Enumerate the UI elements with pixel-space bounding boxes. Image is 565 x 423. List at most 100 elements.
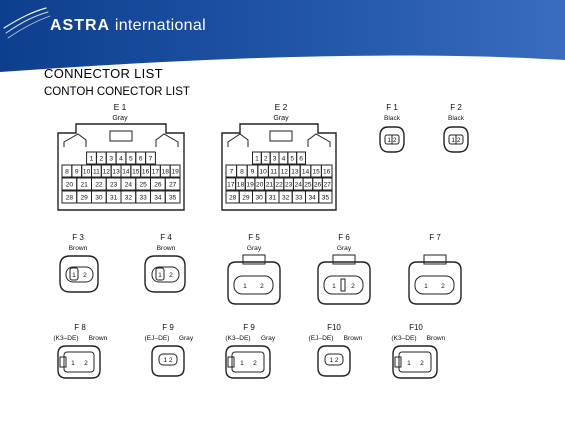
pin-number: 12 xyxy=(281,168,289,175)
pin-number: 3 xyxy=(273,155,277,162)
connector-f2: F 2 Black 1 2 xyxy=(443,103,469,153)
pin-number: 31 xyxy=(110,194,118,201)
connector-f10-k3-pin-2: 2 xyxy=(420,360,424,367)
connector-f3-color: Brown xyxy=(69,245,88,252)
pin-number: 26 xyxy=(314,181,322,188)
pin-number: 10 xyxy=(83,168,91,175)
brand-name: ASTRA xyxy=(50,17,111,34)
pin-number: 24 xyxy=(295,181,303,188)
connector-f1-pins: 1 2 xyxy=(387,137,396,144)
connector-f10-ej-color: Brown xyxy=(344,335,363,342)
pin-number: 20 xyxy=(66,181,74,188)
connector-f8-pin-1: 1 xyxy=(71,360,75,367)
brand-logo: ASTRA international xyxy=(50,17,206,35)
pin-number: 19 xyxy=(246,181,254,188)
pin-number: 22 xyxy=(95,181,103,188)
connector-f8-color: Brown xyxy=(89,335,108,342)
pin-number: 29 xyxy=(80,194,88,201)
pin-cavity xyxy=(169,164,181,178)
connector-f9-k3-pin-2: 2 xyxy=(253,360,257,367)
pin-number: 21 xyxy=(266,181,274,188)
pin-cavity xyxy=(164,177,181,191)
pin-number: 27 xyxy=(169,181,177,188)
connector-e1-color: Gray xyxy=(112,115,128,122)
pin-number: 13 xyxy=(112,168,120,175)
connector-f9-ej-variant: (EJ–DE) xyxy=(145,335,170,342)
connector-f10-k3: F10 (K3–DE) Brown 1 2 xyxy=(391,323,446,379)
pin-cavity xyxy=(321,177,333,191)
connector-e1-name: E 1 xyxy=(114,102,127,112)
pin-number: 12 xyxy=(103,168,111,175)
connector-f3-name: F 3 xyxy=(72,233,84,242)
connector-f9-ej-name: F 9 xyxy=(162,323,174,332)
connector-f4-color: Brown xyxy=(157,245,176,252)
page-title: CONNECTOR LIST xyxy=(44,66,163,81)
brand-suffix: international xyxy=(114,17,206,34)
pin-cavity xyxy=(296,151,306,165)
connector-f8-name: F 8 xyxy=(74,323,86,332)
connector-f10-k3-variant: (K3–DE) xyxy=(391,335,416,342)
connector-f10-ej-name: F10 xyxy=(327,323,341,332)
connector-f8-pin-2: 2 xyxy=(84,360,88,367)
pin-number: 23 xyxy=(285,181,293,188)
pin-number: 16 xyxy=(142,168,150,175)
pin-number: 5 xyxy=(290,155,294,162)
connector-f2-color: Black xyxy=(448,115,465,122)
pin-cavity xyxy=(164,190,181,204)
pin-number: 5 xyxy=(129,155,133,162)
pin-number: 23 xyxy=(110,181,118,188)
connector-f3-pin-2: 2 xyxy=(83,272,87,279)
pin-number: 17 xyxy=(152,168,160,175)
pin-number: 10 xyxy=(259,168,267,175)
connector-f6-pin-1: 1 xyxy=(332,283,336,290)
connector-f5-pin-2: 2 xyxy=(260,283,264,290)
pin-number: 11 xyxy=(270,168,277,175)
pin-number: 18 xyxy=(162,168,170,175)
pin-number: 35 xyxy=(169,194,177,201)
connector-f4-name: F 4 xyxy=(160,233,172,242)
pin-number: 2 xyxy=(99,155,103,162)
pin-number: 32 xyxy=(282,194,290,201)
connector-f3: F 3 Brown 1 2 xyxy=(59,233,99,293)
pin-number: 32 xyxy=(125,194,133,201)
connector-f5-pin-1: 1 xyxy=(243,283,247,290)
connector-f9-ej-color: Gray xyxy=(179,335,194,342)
pin-number: 34 xyxy=(308,194,316,201)
connector-f9-ej-pins: 1 2 xyxy=(163,357,172,364)
pin-number: 15 xyxy=(132,168,140,175)
pin-number: 9 xyxy=(251,168,255,175)
connector-f4-pin-1: 1 xyxy=(158,272,162,279)
pin-number: 26 xyxy=(154,181,162,188)
pin-cavity xyxy=(318,190,333,204)
pin-number: 14 xyxy=(302,168,310,175)
pin-number: 28 xyxy=(66,194,74,201)
connector-f8-variant: (K3–DE) xyxy=(53,335,78,342)
pin-number: 34 xyxy=(154,194,162,201)
pin-number: 33 xyxy=(139,194,147,201)
connector-e2-name: E 2 xyxy=(275,102,288,112)
connector-f1: F 1 Black 1 2 xyxy=(379,103,405,153)
page-subtitle: CONTOH CONECTOR LIST xyxy=(44,86,190,98)
pin-number: 27 xyxy=(324,181,332,188)
connector-f5: F 5 Gray 1 2 xyxy=(227,233,281,305)
pin-number: 13 xyxy=(291,168,299,175)
pin-cavity xyxy=(145,151,156,165)
pin-number: 30 xyxy=(255,194,263,201)
pin-number: 4 xyxy=(282,155,286,162)
swoosh-icon xyxy=(3,7,51,39)
connector-f9-ej: F 9 (EJ–DE) Gray 1 2 xyxy=(145,323,194,377)
connector-f1-name: F 1 xyxy=(386,103,398,112)
connector-f9-k3-color: Gray xyxy=(261,335,276,342)
connector-f6-name: F 6 xyxy=(338,233,350,242)
pin-number: 24 xyxy=(125,181,133,188)
pin-number: 18 xyxy=(237,181,245,188)
pin-number: 29 xyxy=(242,194,250,201)
pin-number: 28 xyxy=(229,194,237,201)
connector-f7: F 7 1 2 xyxy=(408,233,462,305)
pin-number: 4 xyxy=(119,155,123,162)
pin-number: 6 xyxy=(299,155,303,162)
pin-number: 33 xyxy=(295,194,303,201)
